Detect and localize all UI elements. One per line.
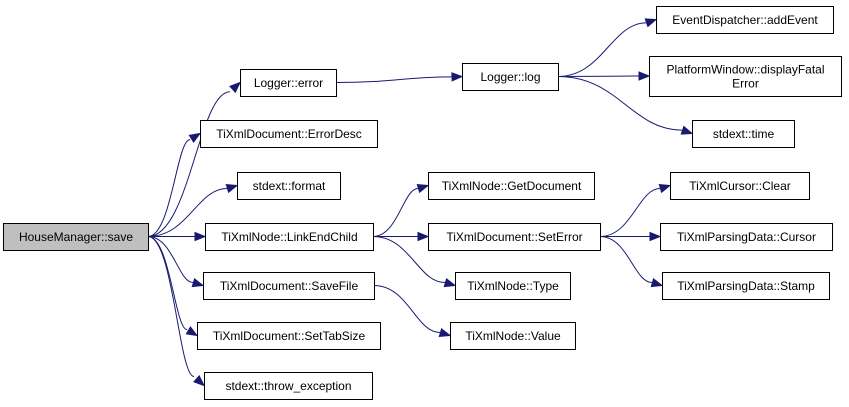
node-stdext-throw-exception[interactable]: stdext::throw_exception — [204, 372, 373, 400]
arrowhead-fatal — [638, 71, 651, 81]
edge-root-to-savefile — [147, 236, 194, 284]
node-box — [662, 272, 830, 300]
node-label: TiXmlCursor::Clear — [689, 179, 791, 193]
edge-root-to-errordesc — [147, 139, 191, 237]
node-label: HouseManager::save — [19, 230, 133, 244]
node-tixmlnode-value[interactable]: TiXmlNode::Value — [450, 322, 576, 350]
node-tixmlparsingdata-cursor[interactable]: TiXmlParsingData::Cursor — [660, 223, 833, 251]
node-label: Logger::error — [254, 76, 323, 90]
node-box — [450, 322, 576, 350]
arrowhead-getdocument — [416, 184, 430, 194]
arrowhead-settabsize — [185, 326, 199, 337]
arrowhead-savefile — [191, 277, 205, 288]
node-box — [455, 272, 571, 300]
node-label: TiXmlNode::Type — [467, 279, 559, 293]
node-label: TiXmlNode::GetDocument — [442, 179, 582, 193]
edge-root-to-format — [147, 188, 228, 237]
node-tixmlcursor-clear[interactable]: TiXmlCursor::Clear — [670, 172, 810, 200]
node-label: TiXmlParsingData::Stamp — [677, 279, 815, 293]
arrowhead-throw — [193, 374, 206, 387]
node-tixmldocument-savefile[interactable]: TiXmlDocument::SaveFile — [203, 272, 375, 300]
arrowhead-value — [438, 327, 452, 338]
node-tixmlnode-getdocument[interactable]: TiXmlNode::GetDocument — [428, 172, 595, 200]
edge-root-to-settabsize — [147, 236, 188, 331]
node-stdext-format[interactable]: stdext::format — [237, 172, 341, 200]
arrowhead-linkendchild — [194, 231, 207, 242]
node-tixmlnode-type[interactable]: TiXmlNode::Type — [455, 272, 571, 300]
node-box — [240, 69, 337, 97]
node-tixmldocument-errordesc[interactable]: TiXmlDocument::ErrorDesc — [200, 120, 378, 148]
arrowhead-format — [225, 184, 239, 194]
edge-seterror-to-stamp — [599, 236, 653, 284]
node-label: stdext::format — [253, 179, 326, 193]
node-label: TiXmlNode::LinkEndChild — [221, 230, 357, 244]
edge-linkendchild-to-type — [372, 236, 446, 284]
node-label: EventDispatcher::addEvent — [672, 13, 818, 27]
arrowhead-stamp — [650, 277, 664, 288]
nodes-layer: HouseManager::save Logger::errorTiXmlDocu… — [3, 6, 842, 400]
node-label: TiXmlParsingData::Cursor — [677, 230, 816, 244]
node-housemanager-save[interactable]: HouseManager::save — [3, 223, 149, 251]
node-tixmldocument-seterror[interactable]: TiXmlDocument::SetError — [428, 223, 601, 251]
node-box — [205, 223, 374, 251]
arrowhead-addevent — [644, 18, 658, 28]
arrowhead-type — [443, 277, 457, 288]
node-label: TiXmlDocument::SetTabSize — [213, 329, 366, 343]
node-logger-log[interactable]: Logger::log — [462, 63, 559, 91]
node-box — [197, 322, 381, 350]
node-tixmlparsingdata-stamp[interactable]: TiXmlParsingData::Stamp — [662, 272, 830, 300]
node-stdext-time[interactable]: stdext::time — [692, 120, 795, 148]
node-box — [692, 120, 795, 148]
arrowhead-logger_log — [451, 72, 464, 82]
node-label: Logger::log — [480, 70, 540, 84]
edge-seterror-to-clear — [599, 188, 661, 237]
node-box — [428, 172, 595, 200]
edge-logger_log-to-addevent — [557, 22, 647, 77]
node-box — [649, 56, 842, 97]
node-box — [203, 272, 375, 300]
node-box — [237, 172, 341, 200]
node-tixmldocument-settabsize[interactable]: TiXmlDocument::SetTabSize — [197, 322, 381, 350]
arrowhead-time — [680, 125, 694, 135]
node-eventdispatcher-addevent[interactable]: EventDispatcher::addEvent — [656, 6, 834, 34]
node-logger-error[interactable]: Logger::error — [240, 69, 337, 97]
arrowhead-cursor — [649, 231, 662, 242]
edge-root-to-logger_error — [147, 91, 231, 237]
node-box — [660, 223, 833, 251]
edges-layer — [147, 18, 694, 387]
edge-root-to-throw — [147, 236, 195, 378]
node-label: stdext::time — [713, 127, 775, 141]
edge-linkendchild-to-getdocument — [372, 188, 419, 237]
arrowhead-errordesc — [188, 132, 202, 144]
node-box — [3, 223, 149, 251]
node-label: TiXmlNode::Value — [465, 329, 561, 343]
node-label: Error — [732, 77, 759, 91]
edge-savefile-to-value — [373, 285, 441, 333]
node-box — [204, 372, 373, 400]
node-tixmlnode-linkendchild[interactable]: TiXmlNode::LinkEndChild — [205, 223, 374, 251]
node-label: PlatformWindow::displayFatal — [666, 63, 824, 77]
node-label: TiXmlDocument::SaveFile — [220, 279, 359, 293]
node-box — [428, 223, 601, 251]
edge-logger_error-to-logger_log — [335, 76, 453, 83]
arrowhead-logger_error — [229, 81, 241, 94]
arrowhead-clear — [658, 184, 672, 194]
arrowhead-seterror — [417, 231, 430, 242]
node-box — [462, 63, 559, 91]
node-box — [670, 172, 810, 200]
edge-logger_log-to-time — [557, 76, 683, 131]
node-label: TiXmlDocument::ErrorDesc — [216, 127, 362, 141]
node-label: stdext::throw_exception — [225, 379, 351, 393]
node-box — [656, 6, 834, 34]
node-box — [200, 120, 378, 148]
node-label: TiXmlDocument::SetError — [446, 230, 582, 244]
